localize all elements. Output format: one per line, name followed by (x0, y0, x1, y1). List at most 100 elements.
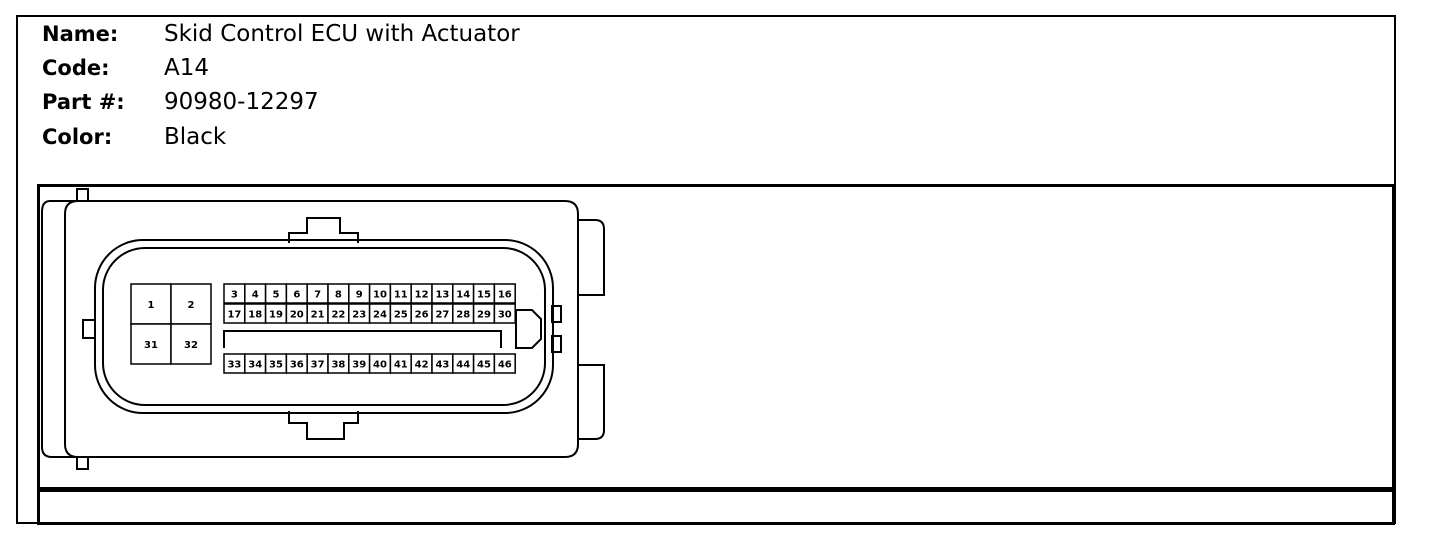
pin-19: 19 (264, 303, 288, 324)
housing-body (64, 200, 579, 458)
pin-label: 43 (435, 360, 449, 371)
pin-label: 24 (373, 310, 387, 321)
pin-label: 22 (331, 310, 345, 321)
pin-label: 14 (456, 290, 470, 301)
name-label: Name: (42, 22, 119, 46)
pin-12: 12 (410, 283, 433, 304)
pin-cell (170, 323, 212, 365)
pin-label: 33 (227, 360, 241, 371)
pin-label: 2 (188, 300, 195, 311)
housing-latch-left (82, 319, 96, 339)
pin-18: 18 (244, 303, 267, 324)
pin-cell (493, 353, 516, 374)
pin-label: 20 (290, 310, 304, 321)
pin-label: 5 (273, 290, 280, 301)
pin-25: 25 (389, 303, 412, 324)
pin-cell (493, 283, 516, 304)
pin-label: 38 (331, 360, 345, 371)
pin-label: 10 (373, 290, 387, 301)
pin-label: 28 (456, 310, 470, 321)
pin-label: 31 (144, 340, 158, 351)
connector-housing (41, 188, 605, 470)
pin-label: 15 (477, 290, 491, 301)
pin-label: 27 (435, 310, 449, 321)
pin-label: 17 (227, 310, 241, 321)
pin-39: 39 (348, 353, 371, 374)
pin-label: 26 (415, 310, 429, 321)
pin-label: 7 (314, 290, 321, 301)
pin-label: 45 (477, 360, 491, 371)
housing-tab-bottom (76, 456, 89, 470)
housing-tab-top (76, 188, 89, 202)
part-label: Part #: (42, 90, 125, 114)
pin-4: 4 (244, 283, 267, 304)
pin-40: 40 (368, 353, 392, 374)
pin-label: 29 (477, 310, 491, 321)
pin-41: 41 (389, 353, 412, 374)
pin-29: 29 (472, 303, 496, 324)
pin-14: 14 (452, 283, 475, 304)
pin-22: 22 (327, 303, 350, 324)
housing-inner-inner (102, 247, 546, 406)
pin-24: 24 (368, 303, 392, 324)
pin-35: 35 (264, 353, 288, 374)
part-value: 90980-12297 (164, 89, 319, 115)
pin-label: 46 (498, 360, 512, 371)
pin-10: 10 (368, 283, 392, 304)
pin-cell (493, 303, 516, 324)
pin-cell (170, 283, 212, 325)
pin-label: 16 (498, 290, 512, 301)
pin-27: 27 (431, 303, 454, 324)
pin-6: 6 (285, 283, 308, 304)
code-label: Code: (42, 56, 110, 80)
pin-label: 13 (435, 290, 449, 301)
pin-3: 3 (223, 283, 246, 304)
pin-42: 42 (410, 353, 433, 374)
pin-34: 34 (244, 353, 267, 374)
pin-46: 46 (493, 353, 516, 374)
pin-label: 44 (456, 360, 470, 371)
pin-13: 13 (431, 283, 454, 304)
pin-label: 30 (498, 310, 512, 321)
housing-key-top (288, 217, 359, 243)
housing-inner-outer (94, 239, 554, 414)
pin-label: 35 (269, 360, 283, 371)
housing-row-bracket (223, 330, 502, 348)
pin-16: 16 (493, 283, 516, 304)
pin-label: 6 (293, 290, 300, 301)
pin-31: 31 (130, 323, 172, 365)
pin-label: 8 (335, 290, 342, 301)
pin-8: 8 (327, 283, 350, 304)
pin-label: 11 (394, 290, 408, 301)
pin-26: 26 (410, 303, 433, 324)
pin-label: 4 (252, 290, 259, 301)
color-label: Color: (42, 125, 113, 149)
code-value: A14 (164, 55, 210, 81)
pin-17: 17 (223, 303, 246, 324)
pin-7: 7 (306, 283, 329, 304)
pin-15: 15 (472, 283, 496, 304)
pin-43: 43 (431, 353, 454, 374)
pin-1: 1 (130, 283, 172, 325)
pin-11: 11 (389, 283, 412, 304)
pin-label: 39 (352, 360, 366, 371)
pin-label: 42 (415, 360, 429, 371)
color-value: Black (164, 124, 227, 150)
pin-23: 23 (348, 303, 371, 324)
pin-38: 38 (327, 353, 350, 374)
pin-label: 32 (184, 340, 198, 351)
pin-44: 44 (452, 353, 475, 374)
pin-36: 36 (285, 353, 308, 374)
pin-28: 28 (452, 303, 475, 324)
pin-label: 19 (269, 310, 283, 321)
pin-label: 12 (415, 290, 429, 301)
pin-label: 41 (394, 360, 408, 371)
pin-label: 18 (248, 310, 262, 321)
footer-box (37, 489, 1395, 525)
pin-9: 9 (348, 283, 371, 304)
pin-label: 37 (311, 360, 325, 371)
pin-label: 36 (290, 360, 304, 371)
pin-30: 30 (493, 303, 516, 324)
